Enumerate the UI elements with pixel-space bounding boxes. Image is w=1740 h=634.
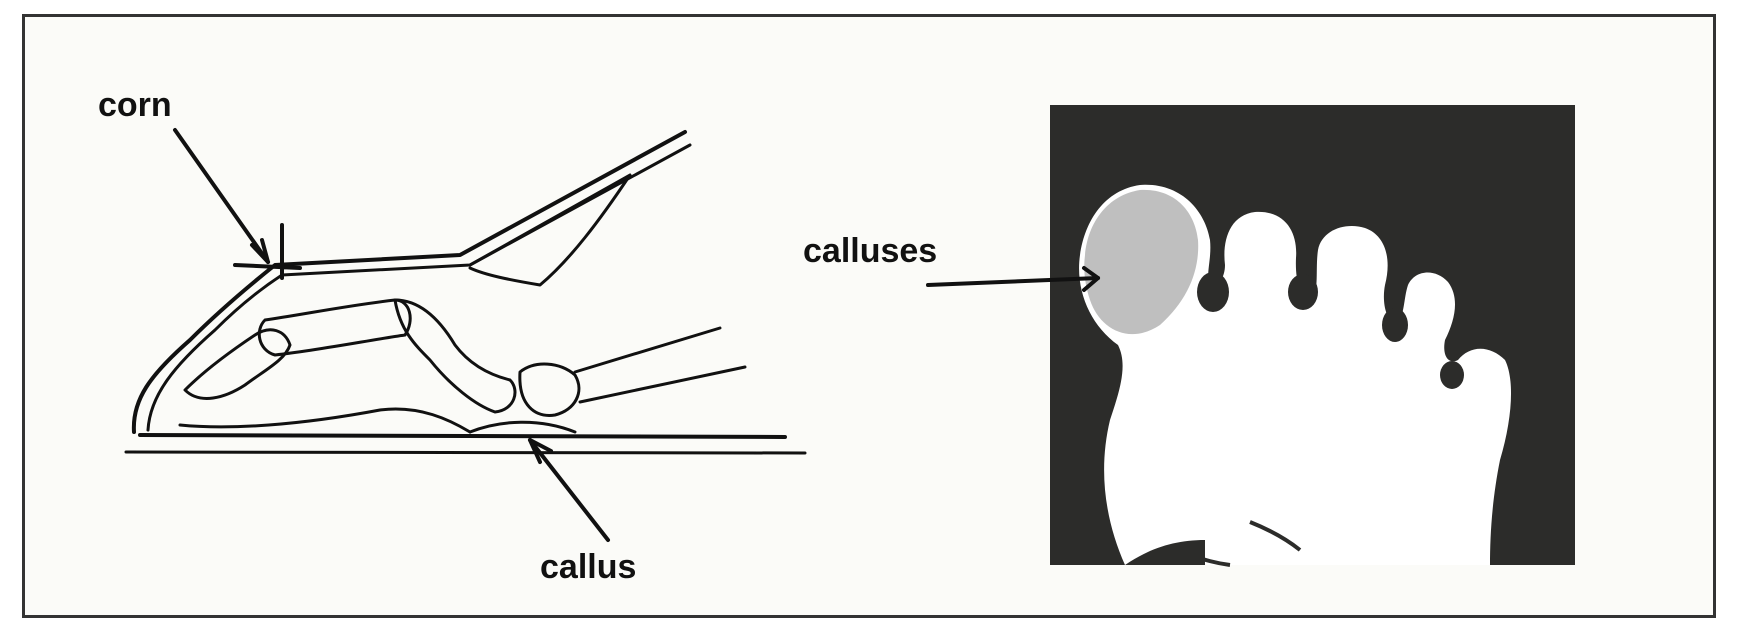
distal-phalanx	[185, 330, 290, 399]
metatarsal-head	[520, 364, 579, 415]
toe-underside	[180, 409, 470, 432]
ground-line-top	[140, 435, 785, 437]
calluses-label: calluses	[803, 232, 937, 271]
sole-view	[928, 105, 1575, 565]
metatarsal-lower-edge	[580, 367, 745, 402]
toe-side-view	[126, 130, 805, 540]
callus-arrow	[530, 440, 608, 540]
callus-bump	[470, 422, 575, 432]
corn-arrow	[175, 130, 268, 262]
callus-label: callus	[540, 548, 636, 587]
middle-phalanx	[259, 300, 410, 355]
corn-label: corn	[98, 86, 172, 125]
metatarsal-upper-edge	[575, 328, 720, 372]
toe-gap-1	[1197, 272, 1229, 312]
toe-gap-4	[1440, 361, 1464, 389]
ground-line-bottom	[126, 452, 805, 453]
toe-top-outline	[134, 132, 685, 432]
toe-gap-3	[1382, 308, 1408, 342]
toe-gap-2	[1288, 274, 1318, 310]
proximal-phalanx	[395, 300, 515, 412]
